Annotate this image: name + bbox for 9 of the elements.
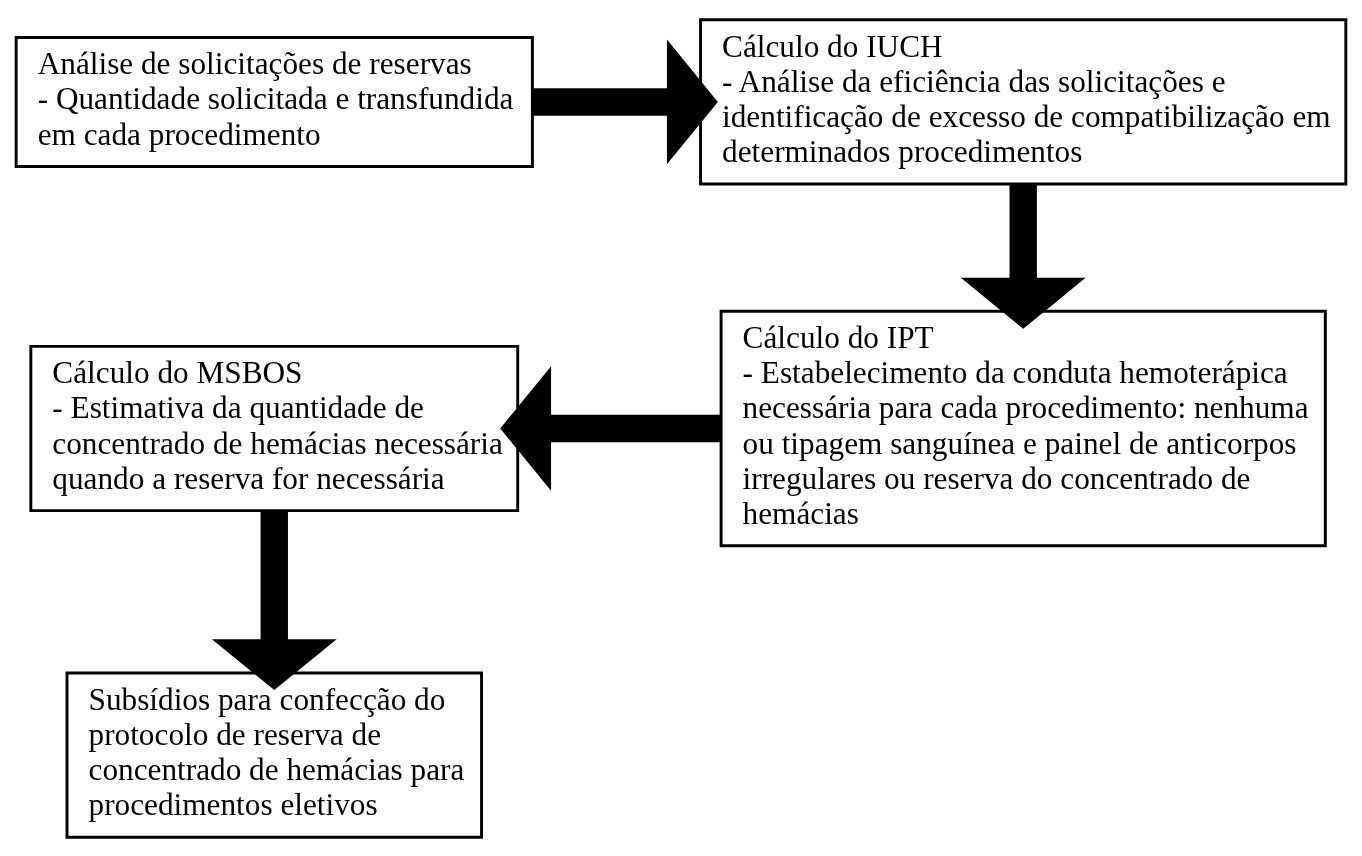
node-box: Cálculo do MSBOS - Estimativa da quantidade de concentrado de hemácias necessária quando a reserva for necessária — [29, 344, 520, 512]
node-box: Cálculo do IPT - Estabelecimento da conduta hemoterápica necessária para cada procedimento: nenhuma ou tipagem sanguínea e painel de anticorpos irregulares ou reserva do concentrado de hemácias — [719, 309, 1327, 547]
node-box: Análise de solicitações de reservas - Quantidade solicitada e transfundida em cada procedimento — [14, 35, 534, 168]
node-box: Cálculo do IUCH - Análise da eficiência das solicitações e identificação de excesso de compatibilização em determinados procedimentos — [699, 17, 1348, 186]
arrow — [211, 510, 337, 690]
arrow — [960, 184, 1086, 329]
arrow — [500, 365, 721, 491]
node-box: Subsídios para confecção do protocolo de reserva de concentrado de hemácias para procedimentos eletivos — [65, 670, 483, 839]
arrow — [532, 39, 718, 164]
